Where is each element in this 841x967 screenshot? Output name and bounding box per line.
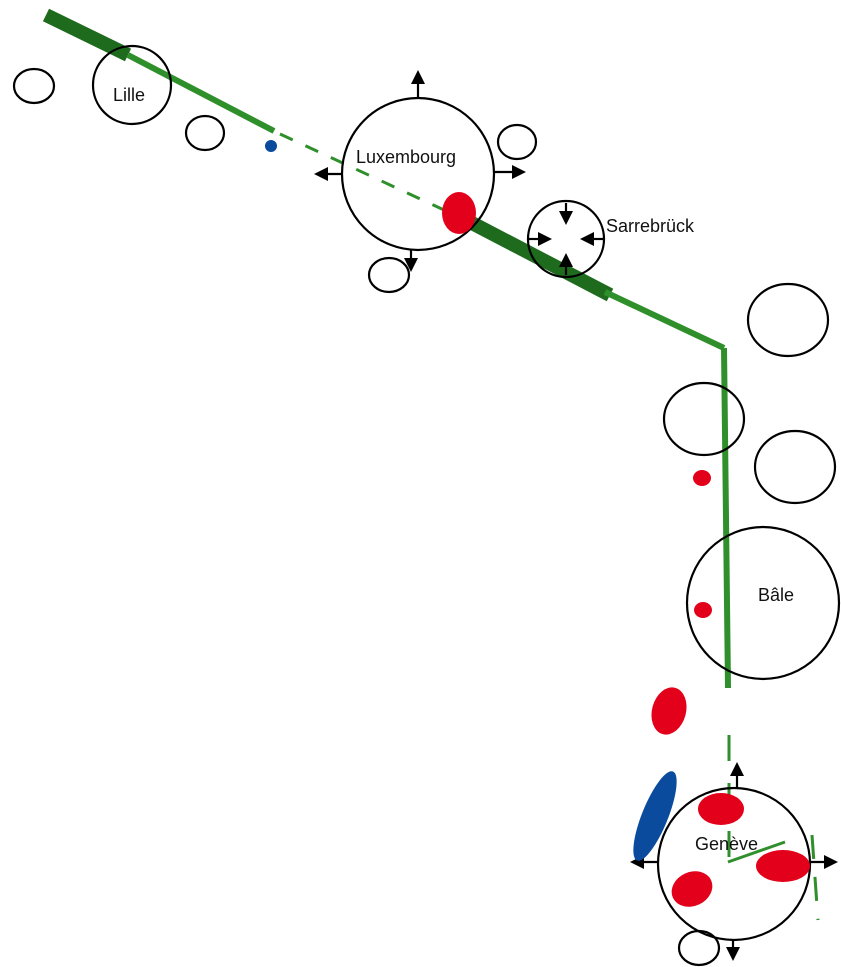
arrow-inward-top-icon: [559, 211, 573, 225]
minor-city-circle: [662, 381, 746, 457]
red-marker: [442, 192, 476, 234]
arrow-right-icon: [512, 165, 526, 179]
arrow-up-icon: [411, 70, 425, 84]
city-circle-lille: [91, 44, 173, 126]
route-segment-lille: [126, 52, 276, 134]
red-marker: [756, 850, 810, 882]
arrow-right-icon: [824, 855, 838, 869]
arrow-down-icon: [726, 947, 740, 961]
city-label-lille: Lille: [113, 85, 145, 105]
blue-marker: [633, 771, 677, 861]
city-label-luxembourg: Luxembourg: [356, 147, 456, 167]
city-sarrebruck[interactable]: Sarrebrück: [526, 199, 695, 279]
arrow-inward-right-icon: [580, 232, 594, 246]
red-marker: [651, 687, 687, 735]
route-segment-geneve-branch: [727, 840, 786, 864]
city-label-geneve: Genève: [695, 834, 758, 854]
city-lille[interactable]: Lille: [91, 44, 173, 126]
route-segment-luxembourg-sarrebruck: [466, 215, 614, 302]
blue-markers: [265, 140, 677, 861]
red-marker: [694, 602, 712, 618]
minor-city-circle: [753, 429, 837, 505]
red-marker: [693, 470, 711, 486]
red-marker: [698, 793, 744, 825]
city-label-sarrebruck: Sarrebrück: [606, 216, 695, 236]
arrow-up-icon: [730, 762, 744, 776]
route-segment-dashed-luxembourg: [279, 132, 471, 224]
minor-city-circle: [746, 282, 830, 358]
minor-city-circle: [12, 67, 56, 105]
minor-city-circle: [184, 114, 226, 152]
arrow-left-icon: [314, 167, 328, 181]
red-marker: [671, 871, 713, 907]
blue-marker: [265, 140, 277, 152]
route-network: [42, 8, 820, 921]
minor-city-circle: [367, 256, 411, 294]
arrow-inward-bottom-icon: [559, 253, 573, 267]
arrow-down-icon: [404, 258, 418, 272]
minor-city-circles: [12, 67, 837, 967]
arrow-inward-left-icon: [538, 232, 552, 246]
city-circle-bale: [685, 525, 841, 681]
city-bale[interactable]: Bâle: [685, 525, 841, 681]
route-segment-geneve-south: [810, 834, 820, 921]
city-geneve[interactable]: Genève: [630, 762, 838, 961]
route-segment-corner-bale: [721, 347, 731, 689]
red-markers: [442, 192, 810, 907]
route-segment-to-corner: [603, 289, 726, 351]
route-segment-lille-dark: [42, 8, 132, 62]
city-luxembourg[interactable]: Luxembourg: [314, 70, 526, 272]
minor-city-circle: [496, 123, 538, 161]
city-label-bale: Bâle: [758, 585, 794, 605]
